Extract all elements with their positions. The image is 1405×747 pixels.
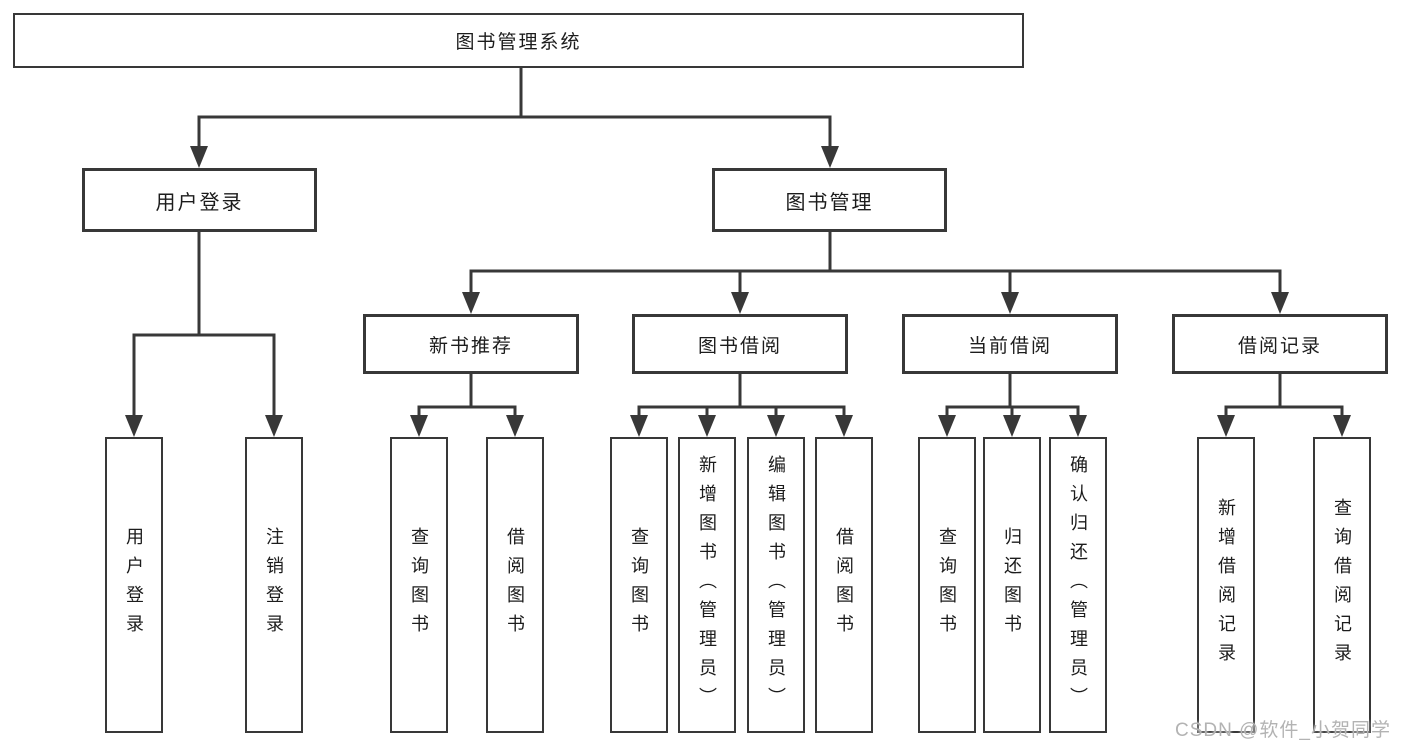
arrow-icon [731, 292, 749, 314]
branch-book-management-label: 图书管理 [785, 191, 874, 214]
leaf-add-borrow-record: 新增借阅记录 [1197, 437, 1255, 733]
branch-user-login: 用户登录 [82, 168, 317, 232]
root-node: 图书管理系统 [13, 13, 1024, 68]
leaf-query-books-2: 查询图书 [610, 437, 668, 733]
leaf-query-books-1-label: 查询图书 [409, 527, 429, 643]
arrow-icon [265, 415, 283, 437]
arrow-icon [698, 415, 716, 437]
section-borrow-records: 借阅记录 [1172, 314, 1388, 374]
arrow-icon [1333, 415, 1351, 437]
leaf-add-borrow-record-label: 新增借阅记录 [1216, 498, 1236, 672]
arrow-icon [835, 415, 853, 437]
leaf-query-books-3-label: 查询图书 [937, 527, 957, 643]
leaf-user-login: 用户登录 [105, 437, 163, 733]
arrow-icon [410, 415, 428, 437]
arrow-icon [125, 415, 143, 437]
leaf-query-books-2-label: 查询图书 [629, 527, 649, 643]
leaf-logout: 注销登录 [245, 437, 303, 733]
arrow-icon [821, 146, 839, 168]
leaf-borrow-books-1: 借阅图书 [486, 437, 544, 733]
leaf-edit-books-admin-label: 编辑图书（管理员） [766, 454, 786, 716]
branch-user-login-label: 用户登录 [155, 191, 244, 214]
arrow-icon [630, 415, 648, 437]
leaf-confirm-return-admin: 确认归还（管理员） [1049, 437, 1107, 733]
section-new-book-recommend: 新书推荐 [363, 314, 579, 374]
section-current-borrow-label: 当前借阅 [967, 335, 1052, 357]
leaf-query-books-3: 查询图书 [918, 437, 976, 733]
arrow-icon [1069, 415, 1087, 437]
leaf-logout-label: 注销登录 [264, 527, 284, 643]
leaf-add-books-admin: 新增图书（管理员） [678, 437, 736, 733]
leaf-user-login-label: 用户登录 [124, 527, 144, 643]
arrow-icon [767, 415, 785, 437]
section-book-borrow: 图书借阅 [632, 314, 848, 374]
arrow-icon [1001, 292, 1019, 314]
leaf-confirm-return-admin-label: 确认归还（管理员） [1068, 454, 1088, 716]
arrow-icon [190, 146, 208, 168]
csdn-watermark: CSDN @软件_小贺同学 [1175, 720, 1391, 741]
leaf-query-borrow-record: 查询借阅记录 [1313, 437, 1371, 733]
arrow-icon [1003, 415, 1021, 437]
leaf-return-books-label: 归还图书 [1002, 527, 1022, 643]
root-node-label: 图书管理系统 [455, 32, 582, 53]
leaf-query-borrow-record-label: 查询借阅记录 [1332, 498, 1352, 672]
arrowheads [125, 146, 1351, 437]
leaf-add-books-admin-label: 新增图书（管理员） [697, 454, 717, 716]
leaf-return-books: 归还图书 [983, 437, 1041, 733]
leaf-borrow-books-1-label: 借阅图书 [505, 527, 525, 643]
leaf-borrow-books-2-label: 借阅图书 [834, 527, 854, 643]
arrow-icon [938, 415, 956, 437]
leaf-edit-books-admin: 编辑图书（管理员） [747, 437, 805, 733]
branch-book-management: 图书管理 [712, 168, 947, 232]
leaf-borrow-books-2: 借阅图书 [815, 437, 873, 733]
leaf-query-books-1: 查询图书 [390, 437, 448, 733]
section-current-borrow: 当前借阅 [902, 314, 1118, 374]
arrow-icon [506, 415, 524, 437]
arrow-icon [1217, 415, 1235, 437]
section-borrow-records-label: 借阅记录 [1237, 335, 1322, 357]
arrow-icon [462, 292, 480, 314]
arrow-icon [1271, 292, 1289, 314]
section-book-borrow-label: 图书借阅 [697, 335, 782, 357]
section-new-book-recommend-label: 新书推荐 [428, 335, 513, 357]
